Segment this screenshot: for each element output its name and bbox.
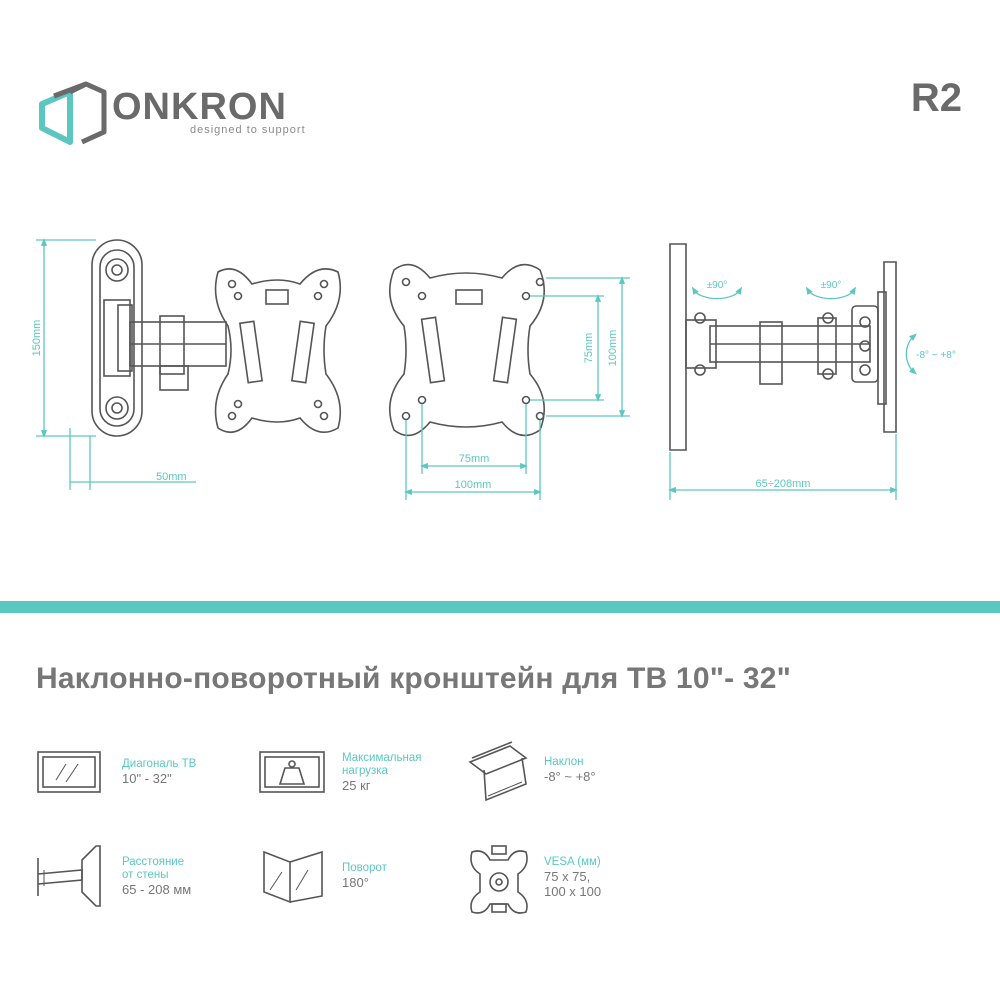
spec-value: 25 кг	[342, 778, 371, 793]
spec-tilt: Наклон -8° ~ +8°	[544, 756, 596, 784]
tilt-icon	[468, 741, 528, 802]
spec-load: Максимальная нагрузка 25 кг	[342, 752, 421, 793]
spec-diagonal: Диагональ ТВ 10" - 32"	[122, 758, 196, 786]
vesa-icon	[470, 845, 528, 914]
spec-swivel: Поворот 180°	[342, 862, 387, 890]
spec-vesa: VESA (мм) 75 x 75, 100 x 100	[544, 856, 601, 899]
spec-label: Диагональ ТВ	[122, 758, 197, 770]
spec-label: Наклон	[544, 756, 584, 768]
swivel-left-label: ±90°	[707, 280, 728, 291]
spec-value: -8° ~ +8°	[544, 769, 596, 784]
spec-label: Поворот	[342, 862, 387, 874]
spec-value: 10" - 32"	[122, 771, 172, 786]
dim-depth-label: 50mm	[156, 471, 187, 483]
weight-icon	[259, 751, 325, 793]
spec-label-2: нагрузка	[342, 765, 388, 777]
spec-distance: Расстояние от стены 65 - 208 мм	[122, 856, 191, 897]
spec-value: 75 x 75,	[544, 869, 591, 884]
spec-label: VESA (мм)	[544, 856, 601, 868]
tv-icon	[37, 751, 101, 793]
spec-value: 65 - 208 мм	[122, 882, 192, 897]
wall-distance-icon	[37, 845, 101, 907]
spec-label: Максимальная	[342, 752, 422, 764]
dim-vesa-h-max-label: 100mm	[455, 479, 492, 491]
model-name: R2	[910, 76, 962, 120]
spec-value-2: 100 x 100	[544, 884, 602, 899]
brand-tagline: designed to support	[190, 124, 306, 136]
technical-drawing: 150mm 50mm 75mm 100mm 75mm 100mm	[31, 238, 956, 500]
dim-height-label: 150mm	[31, 320, 43, 357]
brand-name: ONKRON	[112, 86, 287, 128]
dim-vesa-h-label: 75mm	[459, 453, 490, 465]
spec-value: 180°	[342, 875, 369, 890]
dim-distance-label: 65÷208mm	[756, 478, 811, 490]
front-view-drawing	[388, 263, 546, 437]
swivel-right-label: ±90°	[821, 280, 842, 291]
dim-vesa-v-label: 75mm	[583, 333, 595, 364]
top-view-drawing	[669, 243, 897, 451]
tilt-angle-label: -8° ~ +8°	[916, 350, 956, 361]
spec-label: Расстояние	[122, 856, 185, 868]
spec-label-2: от стены	[122, 869, 169, 881]
accent-band	[0, 601, 1000, 613]
product-headline: Наклонно-поворотный кронштейн для ТВ 10"…	[36, 662, 792, 695]
swivel-icon	[263, 850, 323, 904]
dim-vesa-v-max-label: 100mm	[607, 330, 619, 367]
side-view-drawing	[91, 239, 342, 437]
